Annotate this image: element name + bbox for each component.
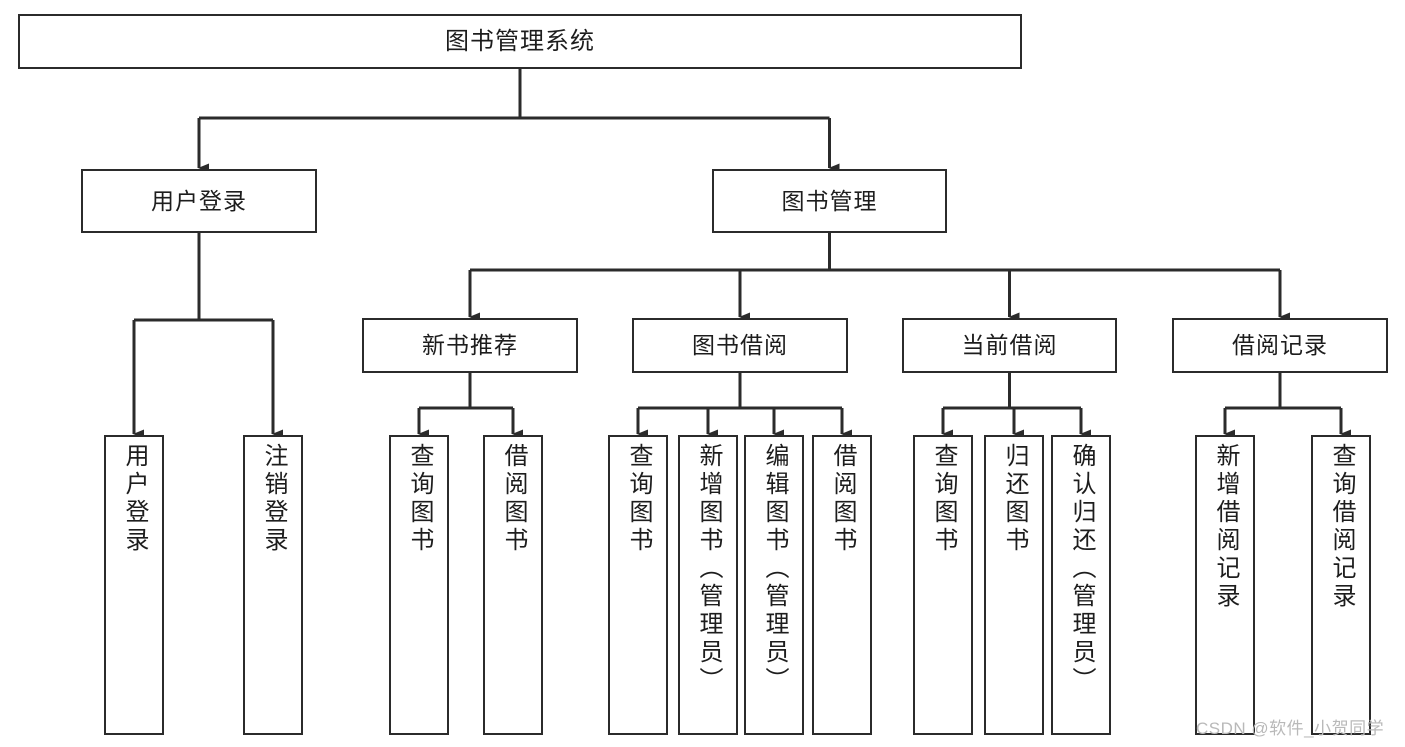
node-leaf-rec-borrow[interactable]: 借阅图书	[483, 435, 543, 735]
node-label: 确认归还（管理员）	[1068, 443, 1095, 695]
node-book-manage[interactable]: 图书管理	[712, 169, 947, 233]
node-book-borrow[interactable]: 图书借阅	[632, 318, 848, 373]
node-label: 用户登录	[121, 443, 148, 555]
node-label: 当前借阅	[961, 332, 1058, 359]
node-label: 新书推荐	[422, 332, 518, 359]
node-leaf-rec-search[interactable]: 查询借阅记录	[1311, 435, 1371, 735]
node-label: 查询图书	[406, 443, 433, 555]
node-leaf-rec-query[interactable]: 查询图书	[389, 435, 449, 735]
node-label: 编辑图书（管理员）	[761, 443, 788, 695]
node-leaf-borrow-lend[interactable]: 借阅图书	[812, 435, 872, 735]
node-label: 图书管理	[781, 187, 878, 214]
node-leaf-user-login[interactable]: 用户登录	[104, 435, 164, 735]
node-label: 注销登录	[260, 443, 287, 555]
node-current-borrow[interactable]: 当前借阅	[902, 318, 1117, 373]
node-leaf-cur-confirm[interactable]: 确认归还（管理员）	[1051, 435, 1111, 735]
node-leaf-borrow-add[interactable]: 新增图书（管理员）	[678, 435, 738, 735]
node-leaf-borrow-query[interactable]: 查询图书	[608, 435, 668, 735]
node-label: 借阅图书	[829, 443, 856, 555]
node-leaf-cur-return[interactable]: 归还图书	[984, 435, 1044, 735]
node-label: 图书借阅	[692, 332, 788, 359]
node-label: 借阅图书	[500, 443, 527, 555]
node-label: 查询图书	[625, 443, 652, 555]
node-label: 查询借阅记录	[1328, 443, 1355, 611]
node-label: 归还图书	[1001, 443, 1028, 555]
node-label: 图书管理系统	[445, 27, 595, 55]
node-borrow-record[interactable]: 借阅记录	[1172, 318, 1388, 373]
node-new-book-rec[interactable]: 新书推荐	[362, 318, 578, 373]
node-leaf-cur-query[interactable]: 查询图书	[913, 435, 973, 735]
node-label: 新增图书（管理员）	[695, 443, 722, 695]
node-leaf-rec-add[interactable]: 新增借阅记录	[1195, 435, 1255, 735]
node-label: 用户登录	[151, 187, 247, 214]
connector-lines	[132, 69, 1351, 439]
node-label: 查询图书	[930, 443, 957, 555]
node-label: 新增借阅记录	[1212, 443, 1239, 611]
node-user-login[interactable]: 用户登录	[81, 169, 317, 233]
node-leaf-user-logout[interactable]: 注销登录	[243, 435, 303, 735]
node-root[interactable]: 图书管理系统	[18, 14, 1022, 69]
node-label: 借阅记录	[1232, 332, 1328, 359]
node-leaf-borrow-edit[interactable]: 编辑图书（管理员）	[744, 435, 804, 735]
